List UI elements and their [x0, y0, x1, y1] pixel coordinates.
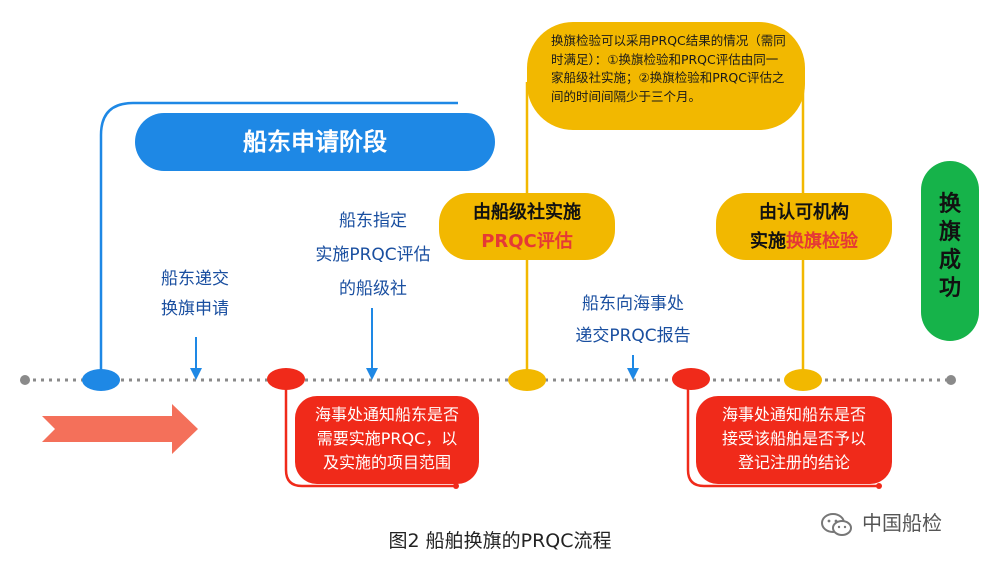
recognized-org-line2-plain: 实施: [750, 231, 786, 252]
success-char: 旗: [938, 220, 961, 245]
notice-line: 海事处通知船东是否: [314, 405, 459, 424]
recognized-org-line1: 由认可机构: [759, 202, 849, 223]
notice1-end-dot: [453, 483, 459, 489]
recognized-org-box: 由认可机构 实施换旗检验: [716, 193, 892, 260]
phase-label: 船东申请阶段: [135, 113, 495, 171]
milestone-prqc: [508, 369, 546, 391]
step3-arrow-head: [627, 368, 639, 380]
step-application-label: 船东递交 换旗申请: [135, 264, 255, 324]
notice-prqc-scope: 海事处通知船东是否 需要实施PRQC，以 及实施的项目范围: [295, 396, 479, 484]
milestone-notice1: [267, 368, 305, 390]
notice2-connector: [686, 385, 878, 488]
step-designate-label: 船东指定 实施PRQC评估 的船级社: [298, 204, 448, 306]
notice-line: 登记注册的结论: [737, 453, 850, 472]
success-char: 换: [938, 192, 961, 217]
notice-line: 海事处通知船东是否: [721, 405, 866, 424]
timeline-start-dot: [20, 375, 30, 385]
notice-registration: 海事处通知船东是否 接受该船舶是否予以 登记注册的结论: [696, 396, 892, 484]
success-char: 功: [938, 276, 961, 301]
figure-caption: 图2 船舶换旗的PRQC流程: [388, 530, 612, 552]
notice-line: 需要实施PRQC，以: [316, 429, 458, 448]
watermark-text: 中国船检: [862, 511, 942, 535]
timeline-end-dot: [946, 375, 956, 385]
class-society-line2: PRQC评估: [481, 231, 573, 252]
recognized-org-line2-red: 换旗检验: [786, 231, 858, 252]
conditions-note: 换旗检验可以采用PRQC结果的情况（需同时满足）：①换旗检验和PRQC评估由同一…: [527, 22, 805, 130]
step-line: 的船级社: [339, 279, 407, 299]
step-line: 船东指定: [339, 211, 407, 231]
direction-arrow-icon: [42, 404, 198, 454]
step2-arrow-head: [366, 368, 378, 380]
notice-line: 接受该船舶是否予以: [721, 429, 866, 448]
class-society-line1: 由船级社实施: [473, 202, 581, 223]
step-line: 递交PRQC报告: [575, 326, 691, 346]
step-line: 船东递交: [161, 269, 229, 289]
success-label: 换 旗 成 功: [921, 161, 979, 341]
milestone-notice2: [672, 368, 710, 390]
step-line: 船东向海事处: [582, 294, 684, 314]
class-society-box: 由船级社实施 PRQC评估: [439, 193, 615, 260]
notice2-end-dot: [876, 483, 882, 489]
step-report-label: 船东向海事处 递交PRQC报告: [560, 288, 706, 352]
success-char: 成: [938, 248, 961, 273]
notice1-connector: [284, 385, 455, 488]
phase-bracket-line: [99, 101, 458, 378]
wechat-icon: [821, 513, 852, 536]
step-line: 换旗申请: [161, 299, 229, 319]
step1-arrow-head: [190, 368, 202, 380]
milestone-application: [82, 369, 120, 391]
milestone-reflag-survey: [784, 369, 822, 391]
recognized-org-line2: 实施换旗检验: [716, 227, 892, 256]
step-line: 实施PRQC评估: [315, 245, 431, 265]
notice-line: 及实施的项目范围: [322, 453, 451, 472]
